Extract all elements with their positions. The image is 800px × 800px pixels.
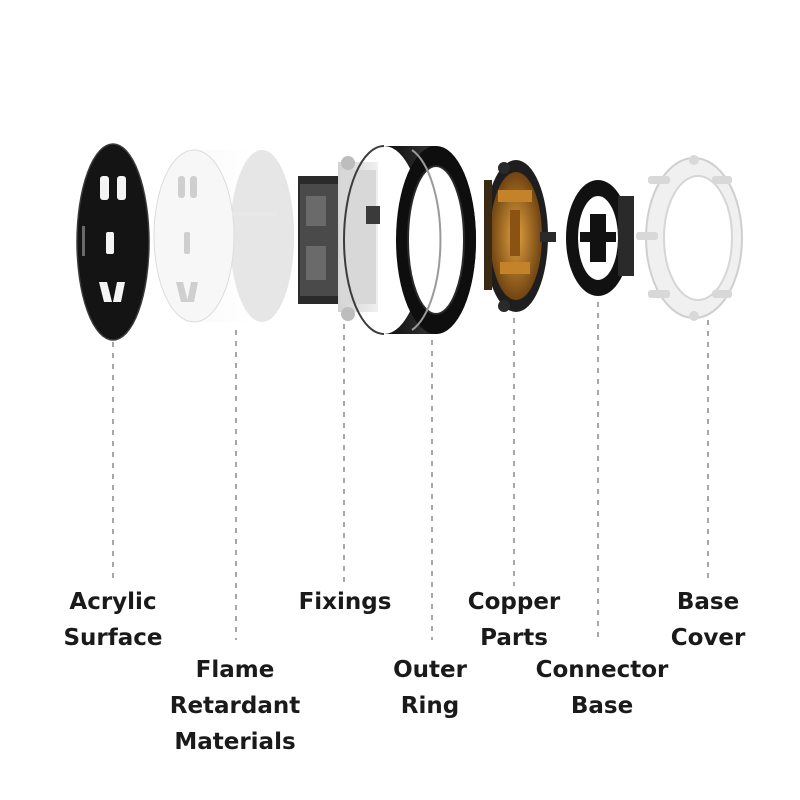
copper-parts-part <box>484 160 556 312</box>
connector-base-part <box>566 180 634 296</box>
label-flame-retardant-materials: Flame Retardant Materials <box>169 657 301 755</box>
label-copper-parts: Copper Parts <box>467 589 561 651</box>
flame-retardant-part <box>153 149 294 323</box>
outer-ring-part <box>343 145 476 335</box>
fixings-part <box>298 156 380 321</box>
label-acrylic-surface: Acrylic Surface <box>63 589 163 651</box>
label-connector-base: Connector Base <box>535 657 669 719</box>
label-outer-ring: Outer Ring <box>393 657 467 719</box>
base-cover-part <box>636 155 743 321</box>
acrylic-surface-part <box>76 143 150 341</box>
label-base-cover: Base Cover <box>670 589 746 651</box>
label-fixings: Fixings <box>298 589 392 615</box>
